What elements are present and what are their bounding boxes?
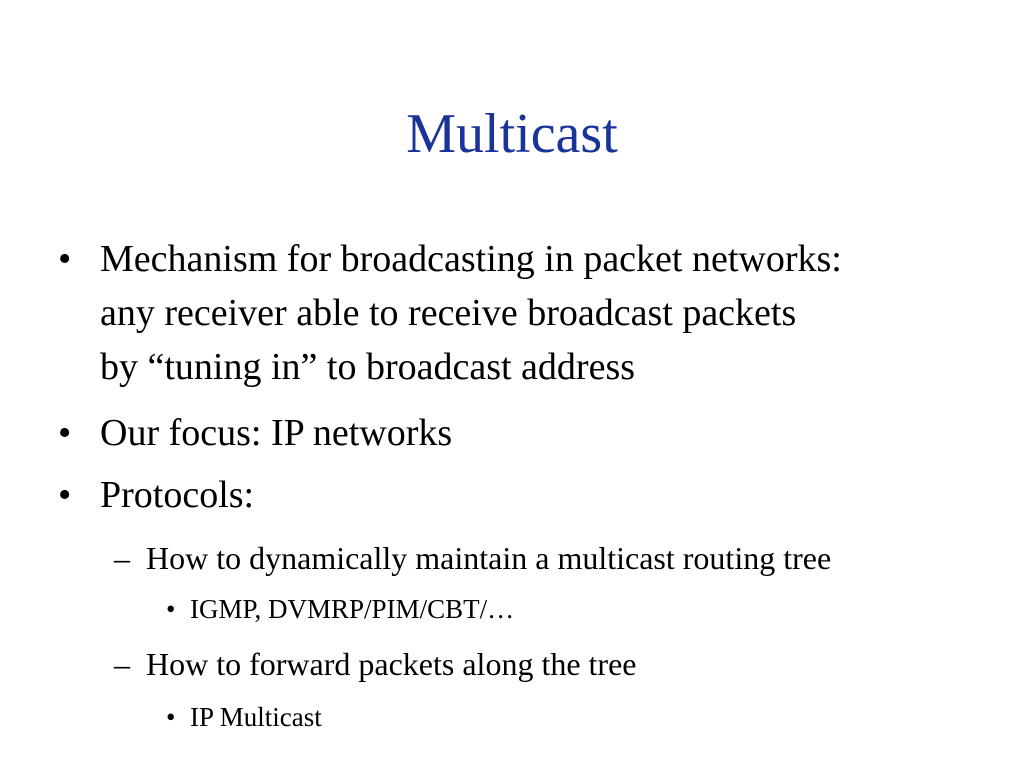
sub-sub-bullet-marker: •	[166, 702, 176, 732]
sub-bullet-3-2: – How to forward packets along the tree	[0, 641, 1024, 687]
bullet-marker: •	[58, 474, 72, 516]
bullet-1-line-1: • Mechanism for broadcasting in packet n…	[0, 232, 1024, 286]
bullet-text: any receiver able to receive broadcast p…	[100, 292, 797, 334]
sub-sub-bullet-marker: •	[166, 594, 176, 624]
bullet-1-line-3: by “tuning in” to broadcast address	[0, 340, 1024, 394]
bullet-2: • Our focus: IP networks	[0, 406, 1024, 460]
sub-sub-bullet-text: IP Multicast	[190, 702, 322, 732]
bullet-1-line-2: any receiver able to receive broadcast p…	[0, 286, 1024, 340]
bullet-3: • Protocols:	[0, 468, 1024, 522]
sub-sub-bullet-3-1-1: • IGMP, DVMRP/PIM/CBT/…	[0, 590, 1024, 628]
sub-sub-bullet-3-2-1: • IP Multicast	[0, 698, 1024, 736]
sub-bullet-text: How to dynamically maintain a multicast …	[146, 540, 832, 576]
sub-sub-bullet-text: IGMP, DVMRP/PIM/CBT/…	[190, 594, 515, 624]
sub-bullet-marker: –	[114, 646, 130, 682]
slide-title: Multicast	[406, 103, 618, 165]
bullet-text: Mechanism for broadcasting in packet net…	[100, 238, 842, 280]
bullet-marker: •	[58, 238, 72, 280]
sub-bullet-text: How to forward packets along the tree	[146, 646, 637, 682]
bullet-text: by “tuning in” to broadcast address	[100, 346, 636, 388]
sub-bullet-3-1: – How to dynamically maintain a multicas…	[0, 535, 1024, 581]
sub-bullet-marker: –	[114, 540, 130, 576]
bullet-marker: •	[58, 412, 72, 454]
bullet-text: Protocols:	[100, 474, 255, 516]
bullet-text: Our focus: IP networks	[100, 412, 453, 454]
